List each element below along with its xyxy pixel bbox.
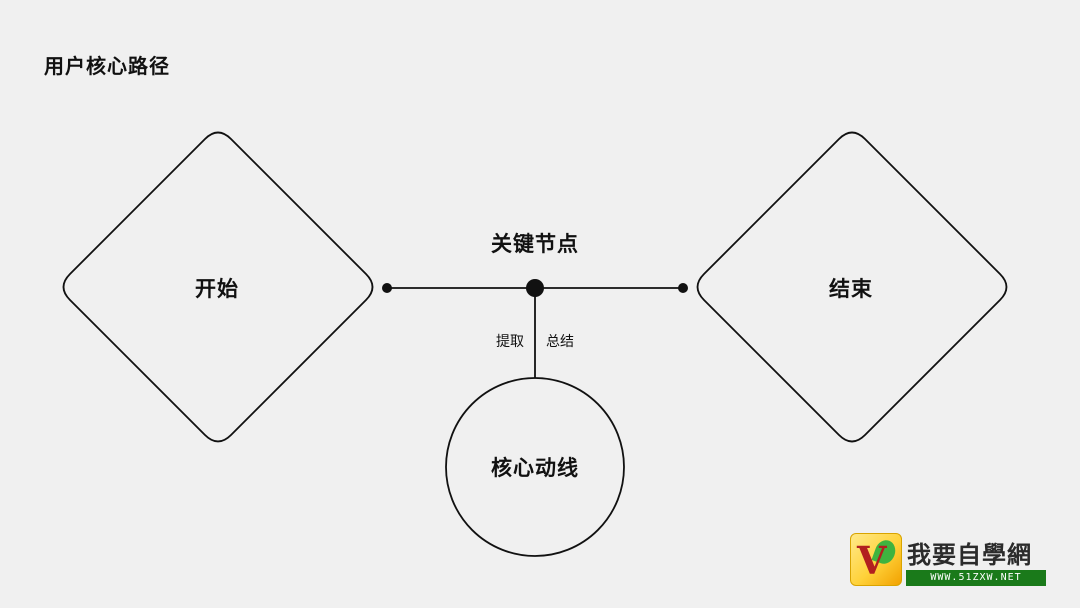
summary-label: 总结 <box>546 334 574 350</box>
watermark-text: 我要自學網 <box>907 541 1032 569</box>
end-label: 结束 <box>829 277 873 301</box>
watermark-logo: V 我要自學網 WWW.51ZXW.NET <box>850 533 1047 588</box>
watermark-badge-letter: V <box>857 538 887 583</box>
end-diamond <box>696 131 1008 443</box>
core-label: 核心动线 <box>491 456 579 480</box>
core-circle <box>445 377 625 557</box>
end-connector-dot <box>678 283 688 293</box>
start-label: 开始 <box>195 277 239 301</box>
page-title: 用户核心路径 <box>44 54 170 78</box>
key-node-label: 关键节点 <box>491 232 579 256</box>
key-node-dot <box>526 279 544 297</box>
watermark-url: WWW.51ZXW.NET <box>906 570 1046 586</box>
start-diamond <box>62 131 374 443</box>
start-connector-dot <box>382 283 392 293</box>
watermark-badge: V <box>850 533 902 586</box>
extract-label: 提取 <box>496 334 524 350</box>
